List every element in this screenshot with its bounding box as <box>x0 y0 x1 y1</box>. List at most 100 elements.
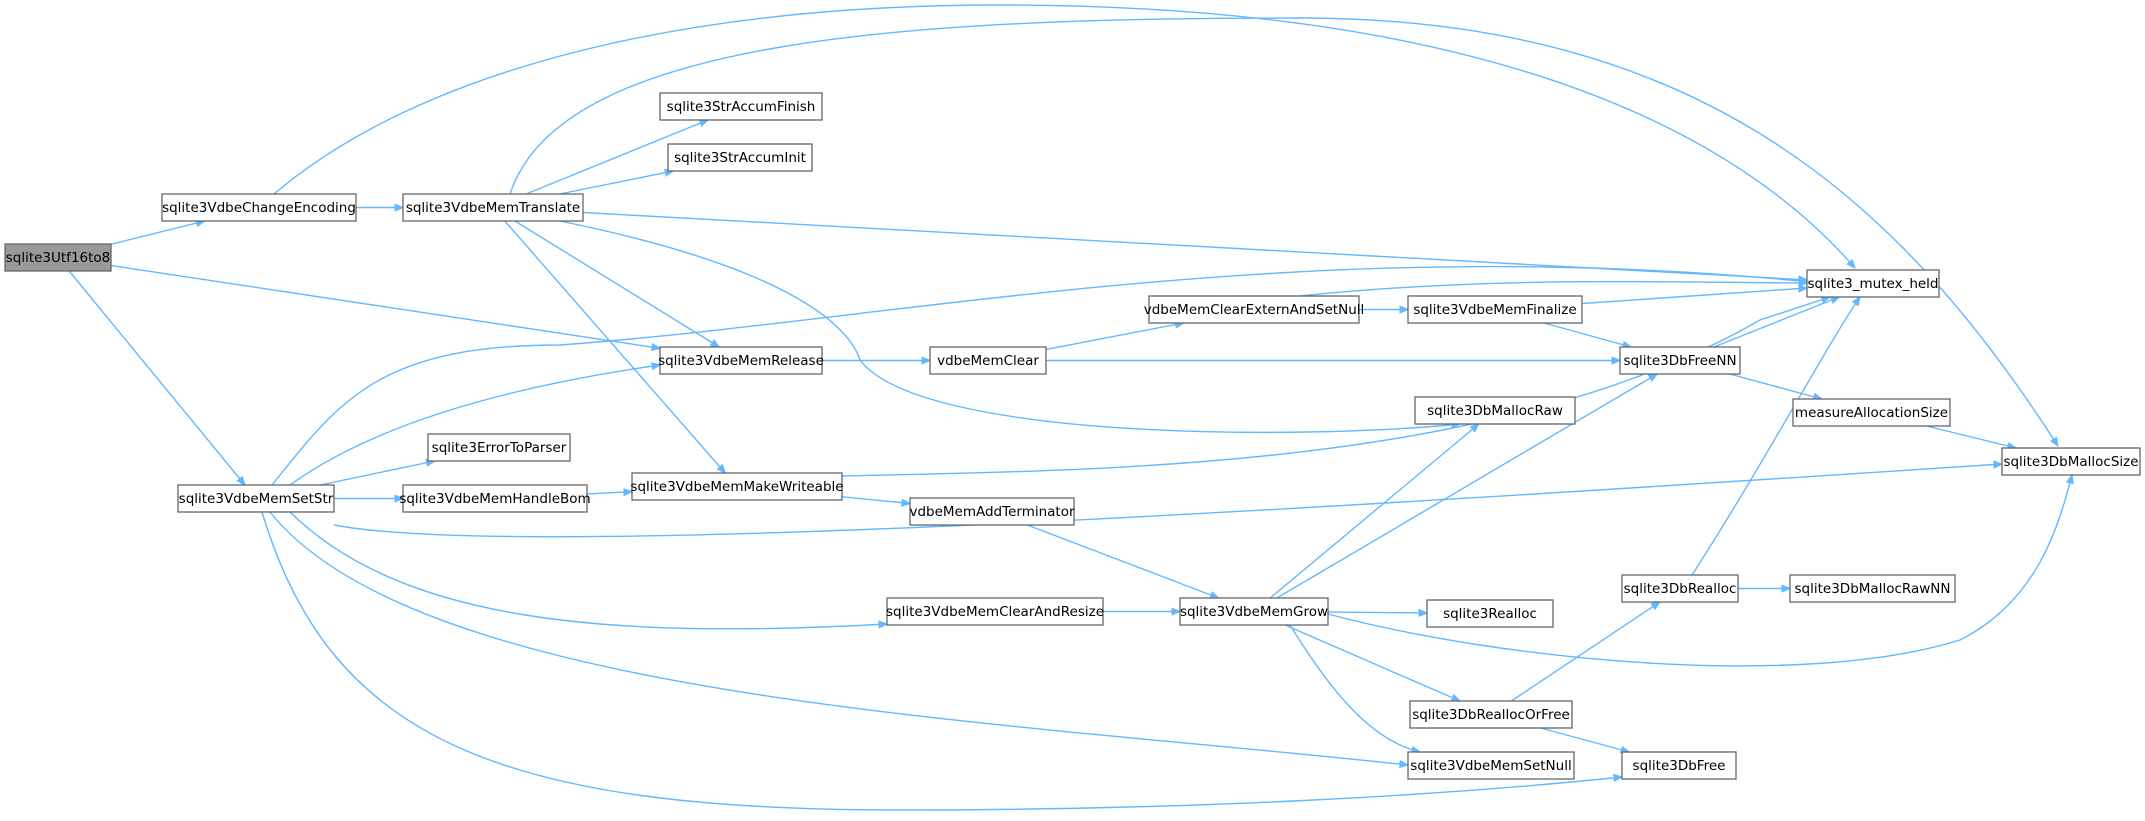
node-label: sqlite3VdbeMemGrow <box>1180 604 1328 620</box>
edge-memAddTerminator-to-memGrow <box>1027 524 1218 598</box>
node-label: sqlite3VdbeMemMakeWriteable <box>630 479 843 495</box>
edge-dbReallocOrFree-to-dbRealloc <box>1510 602 1660 702</box>
node-dbReallocOrFree[interactable]: sqlite3DbReallocOrFree <box>1409 700 1573 729</box>
node-label: sqlite3VdbeMemClearAndResize <box>886 604 1104 620</box>
edge-memGrow-to-dbMallocSize <box>1327 475 2072 667</box>
edge-memSetStr-to-dbFree <box>261 511 1622 811</box>
node-strAccumFinish[interactable]: sqlite3StrAccumFinish <box>659 92 823 121</box>
edge-utf16to8-to-memRelease <box>110 264 660 349</box>
node-label: sqlite3DbReallocOrFree <box>1412 707 1570 723</box>
node-memSetNull[interactable]: sqlite3VdbeMemSetNull <box>1407 751 1575 780</box>
edge-measureAllocationSize-to-dbMallocSize <box>1926 425 2017 448</box>
node-memRelease[interactable]: sqlite3VdbeMemRelease <box>658 346 824 375</box>
node-label: sqlite3DbMallocRawNN <box>1795 581 1951 597</box>
node-label: sqlite3DbRealloc <box>1624 581 1737 597</box>
node-box <box>161 193 357 222</box>
node-box <box>427 433 571 462</box>
node-box <box>659 92 823 121</box>
edge-memMakeWriteable-to-memAddTerminator <box>841 496 910 504</box>
node-box <box>1414 396 1576 425</box>
edge-utf16to8-to-changeEncoding <box>110 221 205 245</box>
node-clearExternAndSetNull[interactable]: vdbeMemClearExternAndSetNull <box>1144 295 1365 324</box>
edge-changeEncoding-to-mutexHeld <box>273 4 1855 268</box>
node-memHandleBom[interactable]: sqlite3VdbeMemHandleBom <box>399 484 591 513</box>
node-memSetStr[interactable]: sqlite3VdbeMemSetStr <box>177 484 335 513</box>
node-label: sqlite3VdbeMemSetNull <box>1410 758 1571 774</box>
node-memGrow[interactable]: sqlite3VdbeMemGrow <box>1179 597 1329 626</box>
node-box <box>667 143 813 172</box>
node-dbRealloc[interactable]: sqlite3DbRealloc <box>1621 574 1739 603</box>
edge-utf16to8-to-memSetStr <box>68 270 245 485</box>
node-memTranslate[interactable]: sqlite3VdbeMemTranslate <box>402 193 584 222</box>
node-label: sqlite3StrAccumFinish <box>667 99 816 115</box>
node-box <box>659 346 823 375</box>
edge-layer <box>68 4 2072 811</box>
node-utf16to8[interactable]: sqlite3Utf16to8 <box>4 243 112 272</box>
edge-memMakeWriteable-to-mutexHeld <box>841 297 1830 477</box>
node-layer: sqlite3Utf16to8 sqlite3VdbeChangeEncoding… <box>4 92 2141 780</box>
edge-memTranslate-to-memRelease <box>514 220 719 347</box>
edge-memSetStr-to-memRelease <box>289 365 660 486</box>
node-memAddTerminator[interactable]: vdbeMemAddTerminator <box>909 497 1075 526</box>
node-label: sqlite3DbMallocRaw <box>1427 403 1563 419</box>
node-mutexHeld[interactable]: sqlite3_mutex_held <box>1806 269 1940 298</box>
node-memClear[interactable]: vdbeMemClear <box>929 346 1047 375</box>
edge-memSetStr-to-memClearAndResize <box>289 511 887 630</box>
node-label: sqlite3Realloc <box>1443 606 1537 622</box>
node-label: sqlite3VdbeChangeEncoding <box>162 200 356 216</box>
edge-dbRealloc-to-mutexHeld <box>1691 297 1860 576</box>
edge-memGrow-to-dbMallocRaw <box>1269 424 1479 599</box>
edge-memGrow-to-memSetNull <box>1289 624 1420 752</box>
node-dbMallocSize[interactable]: sqlite3DbMallocSize <box>2001 447 2141 476</box>
edge-memClear-to-clearExternAndSetNull <box>1045 323 1184 351</box>
node-box <box>1806 269 1940 298</box>
node-label: sqlite3VdbeMemRelease <box>658 353 824 369</box>
node-label: vdbeMemClearExternAndSetNull <box>1144 302 1365 318</box>
node-box <box>1407 751 1575 780</box>
node-dbFreeNN[interactable]: sqlite3DbFreeNN <box>1619 346 1741 375</box>
node-label: sqlite3DbFree <box>1633 758 1726 774</box>
node-box <box>1409 700 1573 729</box>
node-box <box>1621 574 1739 603</box>
node-memMakeWriteable[interactable]: sqlite3VdbeMemMakeWriteable <box>630 472 844 501</box>
node-box <box>1426 599 1554 628</box>
node-box <box>1179 597 1329 626</box>
node-dbMallocRaw[interactable]: sqlite3DbMallocRaw <box>1414 396 1576 425</box>
edge-memTranslate-to-strAccumFinish <box>525 119 708 195</box>
node-box <box>402 193 584 222</box>
edge-memSetStr-to-memSetNull <box>269 511 1408 765</box>
node-errorToParser[interactable]: sqlite3ErrorToParser <box>427 433 571 462</box>
node-box <box>929 346 1047 375</box>
node-label: sqlite3StrAccumInit <box>674 150 806 166</box>
node-memFinalize[interactable]: sqlite3VdbeMemFinalize <box>1407 295 1583 324</box>
edge-memSetStr-to-errorToParser <box>320 461 434 486</box>
node-box <box>2001 447 2141 476</box>
node-label: measureAllocationSize <box>1795 405 1948 421</box>
node-label: sqlite3VdbeMemTranslate <box>406 200 580 216</box>
node-label: sqlite3ErrorToParser <box>432 440 567 456</box>
node-box <box>1619 346 1741 375</box>
edge-dbReallocOrFree-to-dbFree <box>1540 727 1629 752</box>
edge-memSetStr-to-mutexHeld <box>271 265 1820 486</box>
edge-memGrow-to-realloc <box>1327 612 1427 613</box>
edge-memGrow-to-dbFreeNN <box>1276 374 1657 599</box>
edge-dbFreeNN-to-measureAllocationSize <box>1729 373 1822 399</box>
edge-memHandleBom-to-memMakeWriteable <box>586 492 632 494</box>
node-box <box>886 597 1104 626</box>
node-changeEncoding[interactable]: sqlite3VdbeChangeEncoding <box>161 193 357 222</box>
node-measureAllocationSize[interactable]: measureAllocationSize <box>1792 398 1951 427</box>
edge-memGrow-to-dbReallocOrFree <box>1284 624 1460 701</box>
node-label: vdbeMemClear <box>937 353 1039 369</box>
node-box <box>1621 751 1737 780</box>
node-box <box>1789 574 1956 603</box>
edge-memTranslate-to-strAccumInit <box>559 171 674 195</box>
node-strAccumInit[interactable]: sqlite3StrAccumInit <box>667 143 813 172</box>
node-realloc[interactable]: sqlite3Realloc <box>1426 599 1554 628</box>
node-box <box>631 472 843 501</box>
node-dbFree[interactable]: sqlite3DbFree <box>1621 751 1737 780</box>
node-memClearAndResize[interactable]: sqlite3VdbeMemClearAndResize <box>886 597 1104 626</box>
node-label: sqlite3VdbeMemHandleBom <box>399 491 590 507</box>
node-dbMallocRawNN[interactable]: sqlite3DbMallocRawNN <box>1789 574 1956 603</box>
node-box <box>1792 398 1951 427</box>
node-box <box>4 243 112 272</box>
